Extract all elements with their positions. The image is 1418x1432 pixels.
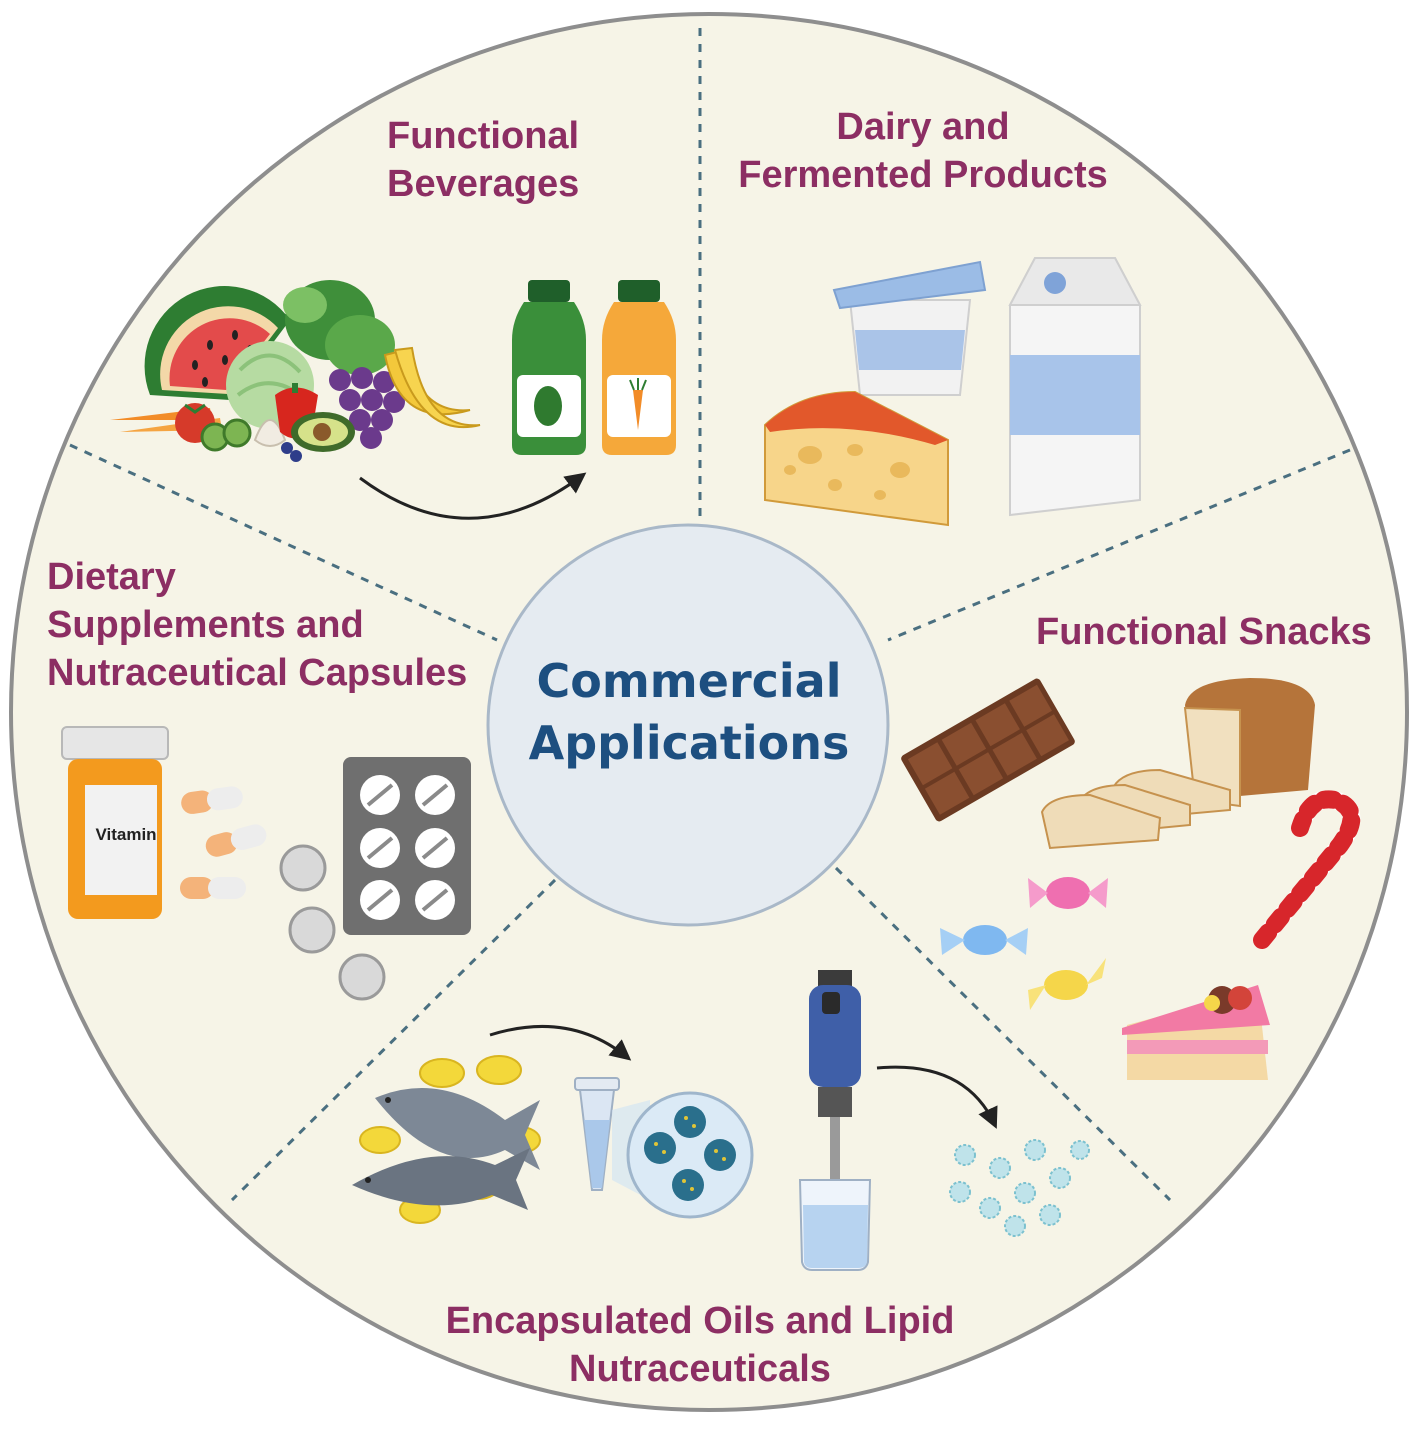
cheese-wedge-icon (764, 390, 949, 527)
dairy-title-line2: Fermented Products (738, 154, 1108, 196)
vitamin-label: Vitamin (95, 825, 156, 844)
oil-arrow-1 (489, 1025, 632, 1061)
beverages-title-line1: Functional (387, 115, 580, 157)
section-title-supplements: Dietary Supplements and Nutraceutical Ca… (47, 553, 467, 697)
garlic-icon (253, 419, 287, 447)
center-title: Commercial Applications (489, 650, 889, 774)
oil-arrow-2 (876, 1065, 998, 1129)
vitamin-bottle-icon: Vitamin (61, 726, 169, 919)
section-dividers (69, 28, 1351, 1202)
center-circle (486, 523, 890, 927)
blue-candy-icon (940, 925, 1028, 955)
yellow-candy-icon (1028, 958, 1106, 1010)
blister-pack-icon (343, 757, 471, 935)
section-title-oils: Encapsulated Oils and Lipid Nutraceutica… (445, 1297, 955, 1393)
fruits-vegetables-illustration (110, 280, 481, 462)
beverage-arrow (359, 472, 587, 520)
cake-slice-icon (1122, 985, 1270, 1080)
microcapsule-icons (949, 1139, 1090, 1237)
supplements-title-line1: Dietary (47, 556, 176, 598)
oils-title-line2: Nutraceuticals (569, 1348, 831, 1390)
capsule-icons (180, 786, 267, 899)
oils-illustration (352, 970, 1090, 1271)
section-title-snacks: Functional Snacks (1036, 608, 1372, 656)
dairy-illustration (764, 257, 1142, 527)
beverage-bottles (359, 280, 676, 520)
center-title-line2: Applications (528, 716, 850, 770)
supplements-title-line3: Nutraceutical Capsules (47, 652, 468, 694)
orange-juice-bottle-icon (602, 280, 676, 455)
candy-cane-icon (1253, 790, 1361, 949)
snacks-title-line1: Functional Snacks (1036, 611, 1372, 653)
bread-loaf-icon (1040, 678, 1315, 850)
fish-icon (352, 1087, 540, 1210)
section-title-dairy: Dairy and Fermented Products (733, 103, 1113, 199)
grapes-icon (329, 367, 405, 449)
yogurt-cup-icon (832, 260, 987, 396)
supplements-illustration: Vitamin (61, 726, 471, 1001)
oils-title-line1: Encapsulated Oils and Lipid (445, 1300, 955, 1342)
milk-carton-icon (1008, 257, 1142, 517)
chocolate-bar-icon (901, 678, 1075, 822)
center-title-line1: Commercial (536, 654, 842, 708)
tube-icon (574, 1077, 620, 1191)
section-title-beverages: Functional Beverages (387, 112, 579, 208)
green-juice-bottle-icon (512, 280, 586, 455)
snacks-illustration (901, 678, 1361, 1080)
divider-lower-left (230, 878, 557, 1202)
pink-candy-icon (1028, 877, 1108, 909)
nanoemulsion-icon (612, 1091, 754, 1219)
divider-right (887, 448, 1351, 642)
dairy-title-line1: Dairy and (836, 106, 1010, 148)
beverages-title-line2: Beverages (387, 163, 580, 205)
tablet-icons (279, 844, 386, 1001)
divider-left (69, 443, 498, 642)
supplements-title-line2: Supplements and (47, 604, 364, 646)
beaker-icon (798, 1179, 872, 1271)
